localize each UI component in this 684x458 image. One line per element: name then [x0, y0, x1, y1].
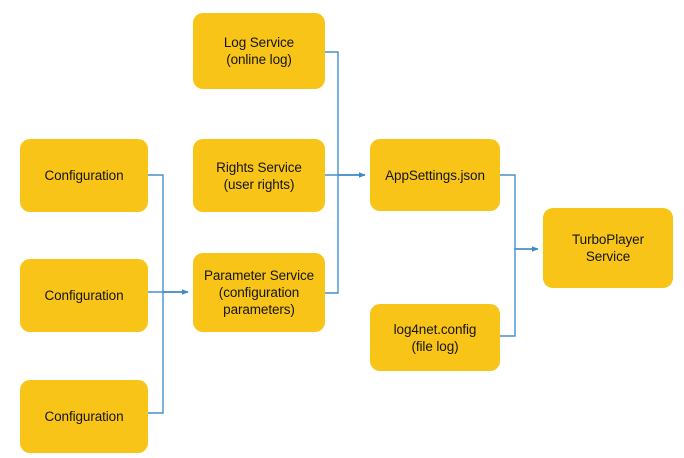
configuration-top-label: Configuration	[44, 168, 124, 183]
rights-service-label: Rights Service (user rights)	[216, 159, 302, 192]
connector-log-service-to-appsettings-json	[325, 51, 366, 178]
appsettings-json-node[interactable]: AppSettings.json	[370, 139, 500, 211]
configuration-bottom-label: Configuration	[44, 409, 124, 424]
parameter-service-label: Parameter Service (configuration paramet…	[203, 268, 315, 317]
configuration-bottom-node[interactable]: Configuration	[20, 380, 148, 453]
turboplayer-service-node[interactable]: TurboPlayer Service	[543, 208, 673, 288]
log-service-label: Log Service (online log)	[223, 35, 295, 67]
configuration-top-node[interactable]: Configuration	[20, 139, 148, 212]
parameter-service-node[interactable]: Parameter Service (configuration paramet…	[193, 253, 325, 332]
log4net-config-label: log4net.config (file log)	[393, 321, 477, 354]
connector-log4net-config-to-turboplayer-service	[500, 246, 539, 337]
rights-service-node[interactable]: Rights Service (user rights)	[193, 139, 325, 212]
turboplayer-service-label: TurboPlayer Service	[572, 232, 644, 264]
connector-configuration-top-to-parameter-service	[148, 174, 189, 295]
connector-appsettings-json-to-turboplayer-service	[500, 174, 539, 252]
log4net-config-node[interactable]: log4net.config (file log)	[370, 304, 500, 371]
configuration-middle-label: Configuration	[44, 288, 124, 303]
log-service-node[interactable]: Log Service (online log)	[193, 13, 325, 89]
appsettings-json-label: AppSettings.json	[385, 167, 485, 183]
connector-parameter-service-to-appsettings-json	[325, 172, 366, 294]
configuration-middle-node[interactable]: Configuration	[20, 259, 148, 332]
connector-configuration-bottom-to-parameter-service	[148, 289, 189, 414]
